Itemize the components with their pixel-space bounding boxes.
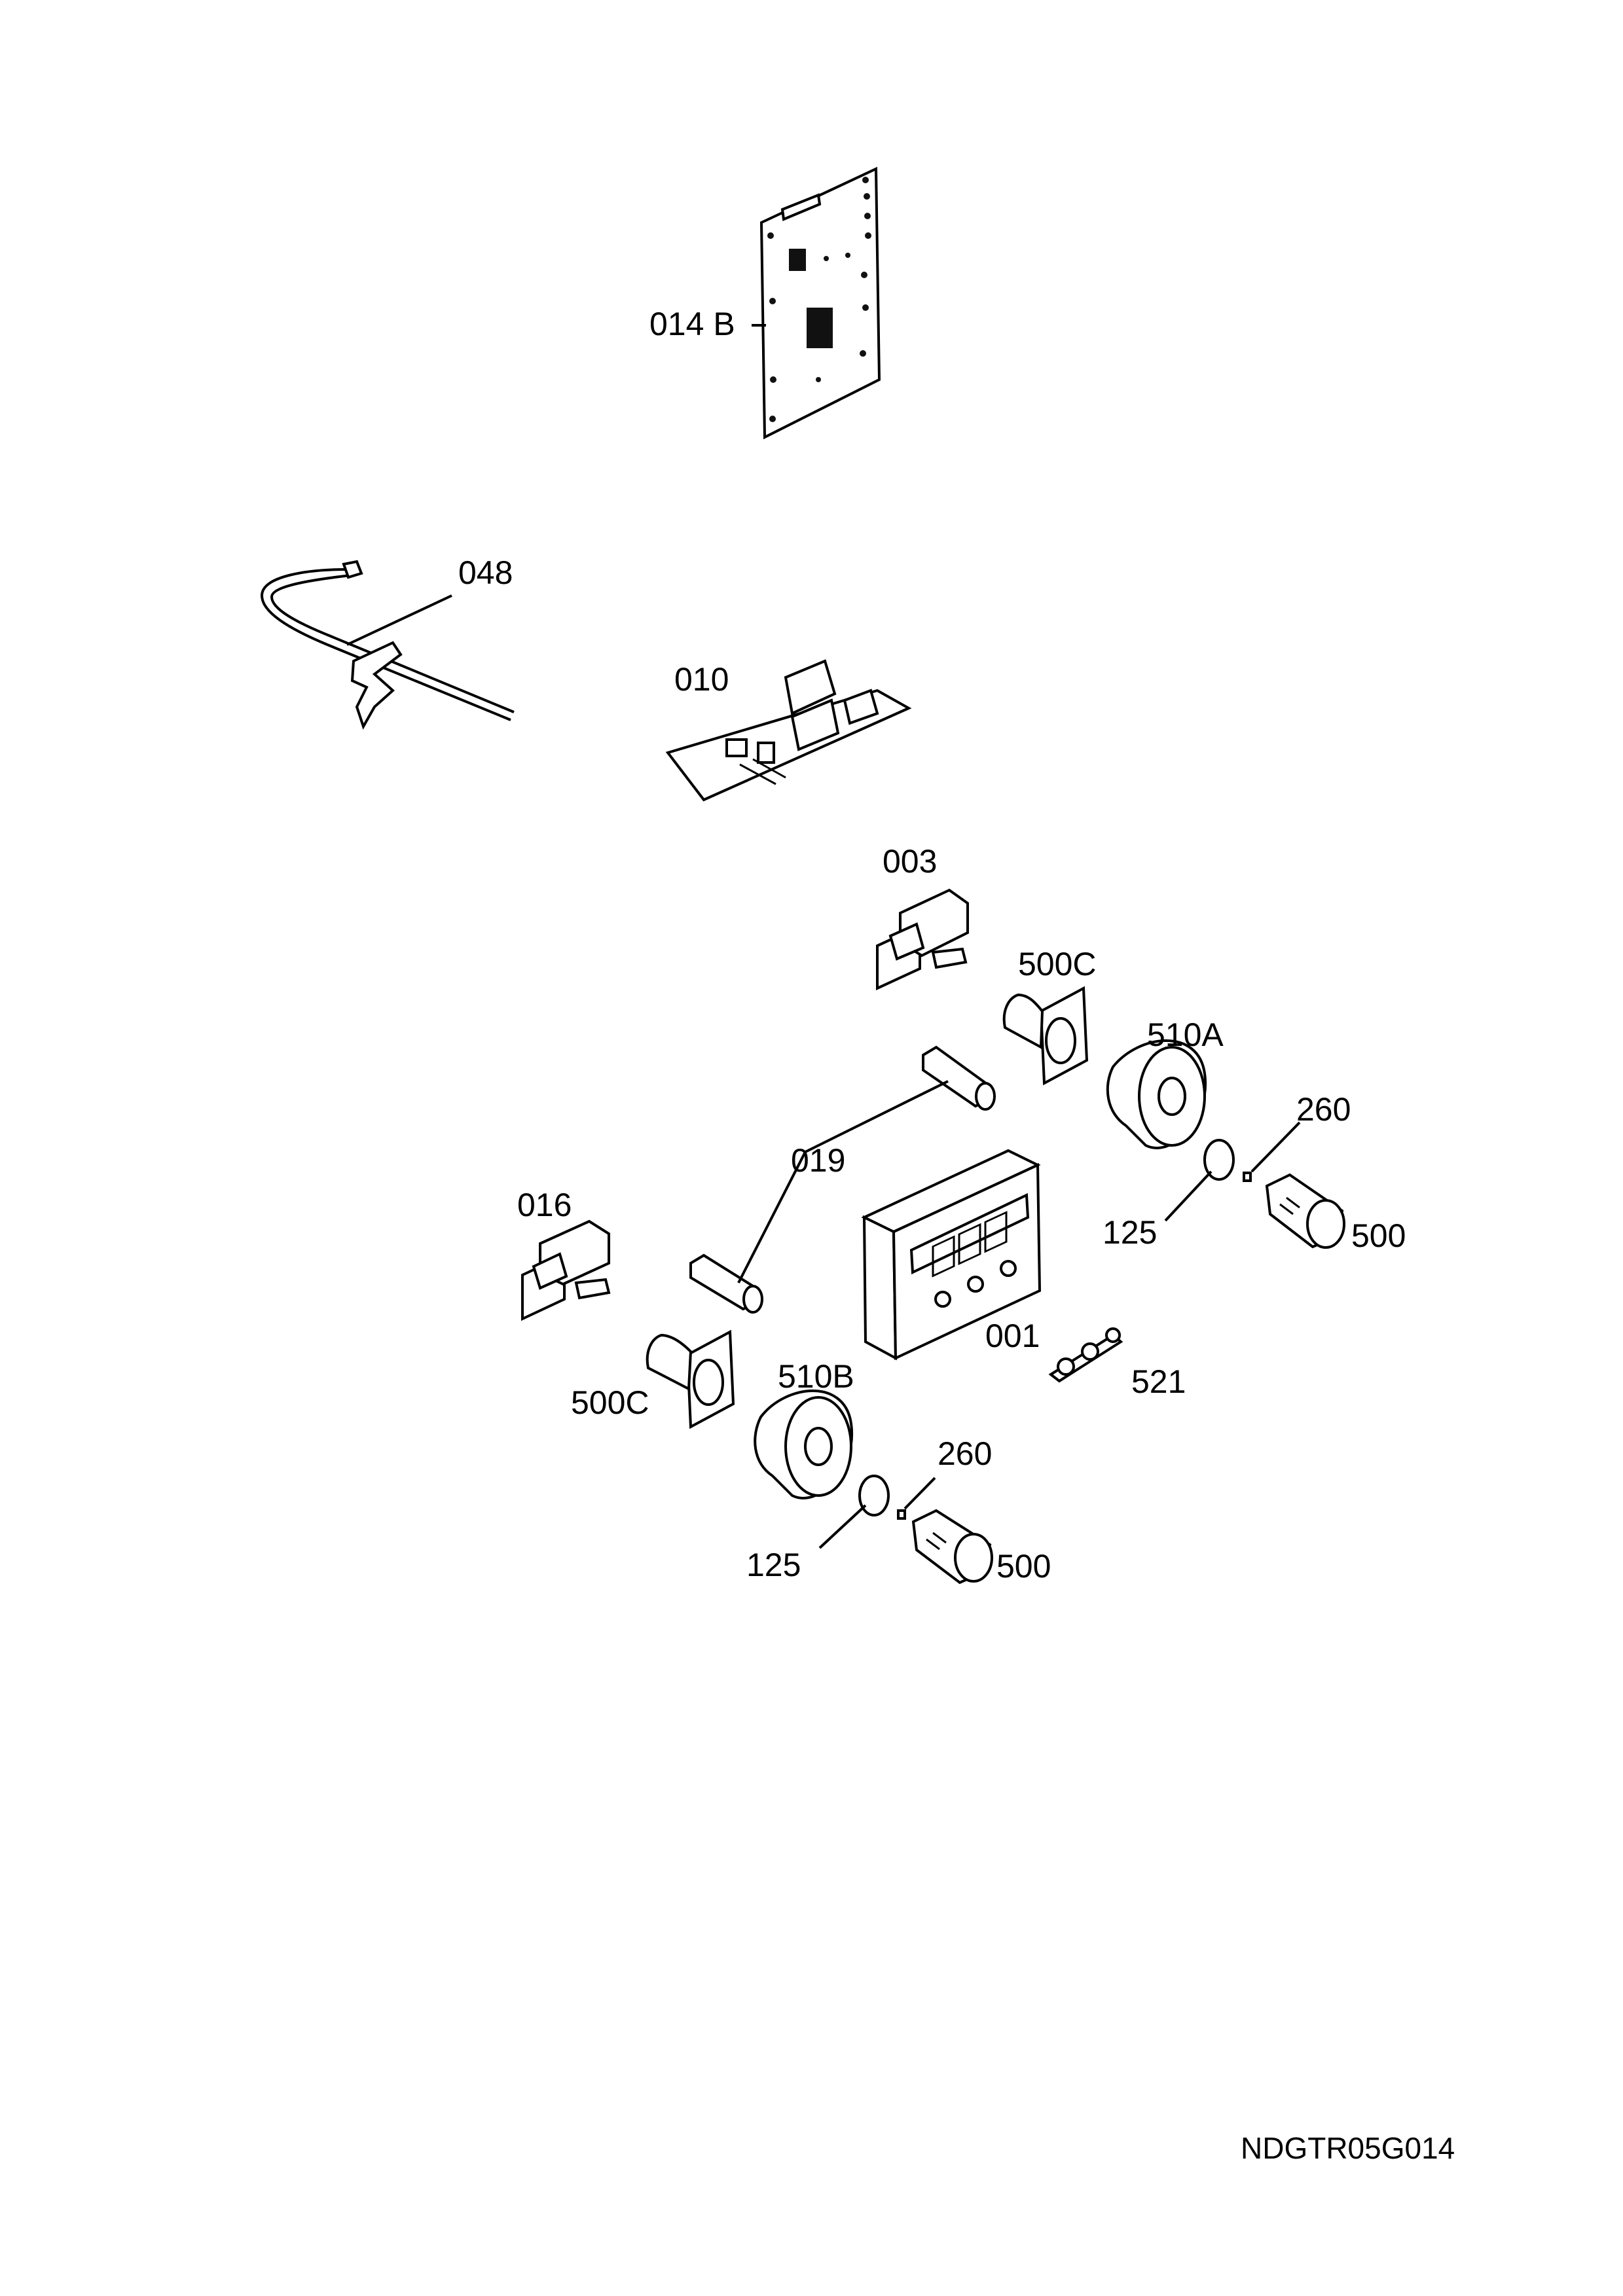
part-010-power-board xyxy=(665,659,912,802)
label-521: 521 xyxy=(1131,1363,1186,1400)
label-125-top: 125 xyxy=(1103,1214,1157,1251)
label-125-bottom: 125 xyxy=(746,1547,801,1583)
label-500c-top: 500C xyxy=(1018,946,1097,982)
part-001-electronic-timer xyxy=(861,1149,1042,1361)
label-510b: 510B xyxy=(778,1358,854,1395)
leader-019-top xyxy=(805,1080,949,1153)
leader-260-top xyxy=(1250,1121,1301,1173)
part-019-lamp-holder-top xyxy=(922,1045,996,1111)
leader-019-bottom xyxy=(737,1151,807,1283)
part-500c-shaft-extension-top xyxy=(1002,986,1089,1086)
part-016-selector-switch xyxy=(521,1219,611,1321)
label-003: 003 xyxy=(883,843,937,880)
label-048: 048 xyxy=(458,554,513,591)
label-260-top: 260 xyxy=(1296,1091,1351,1128)
part-003-selector-switch xyxy=(876,888,969,991)
part-125-washer-top xyxy=(1203,1139,1235,1181)
part-510a-rosette-top xyxy=(1106,1039,1207,1149)
part-048-temperature-probe xyxy=(260,560,515,730)
part-019-lamp-holder-bottom xyxy=(689,1253,763,1314)
leader-260-bottom xyxy=(903,1477,936,1510)
leader-125-top xyxy=(1164,1170,1213,1222)
part-260-spring-bottom xyxy=(897,1509,906,1520)
label-014b: 014 B xyxy=(649,306,735,342)
part-260-spring-top xyxy=(1243,1172,1252,1182)
part-125-washer-bottom xyxy=(858,1475,890,1516)
label-500-bottom: 500 xyxy=(996,1548,1051,1585)
part-500-knob-bottom xyxy=(911,1509,993,1585)
leader-125-bottom xyxy=(818,1504,867,1549)
label-001: 001 xyxy=(985,1318,1040,1354)
part-500c-shaft-extension-bottom xyxy=(646,1329,735,1429)
part-521-clip xyxy=(1048,1327,1123,1383)
drawing-code: NDGTR05G014 xyxy=(1241,2131,1455,2165)
label-500c-bottom: 500C xyxy=(571,1384,649,1421)
leader-048 xyxy=(346,594,452,646)
part-500-knob-top xyxy=(1265,1173,1345,1249)
label-019: 019 xyxy=(791,1142,845,1179)
label-500-top: 500 xyxy=(1351,1217,1406,1254)
label-510a: 510A xyxy=(1147,1016,1224,1053)
label-016: 016 xyxy=(517,1187,572,1223)
label-260-bottom: 260 xyxy=(938,1435,992,1472)
label-010: 010 xyxy=(674,661,729,698)
part-014b-control-board xyxy=(759,166,881,440)
part-510b-rosette-bottom xyxy=(754,1390,854,1499)
